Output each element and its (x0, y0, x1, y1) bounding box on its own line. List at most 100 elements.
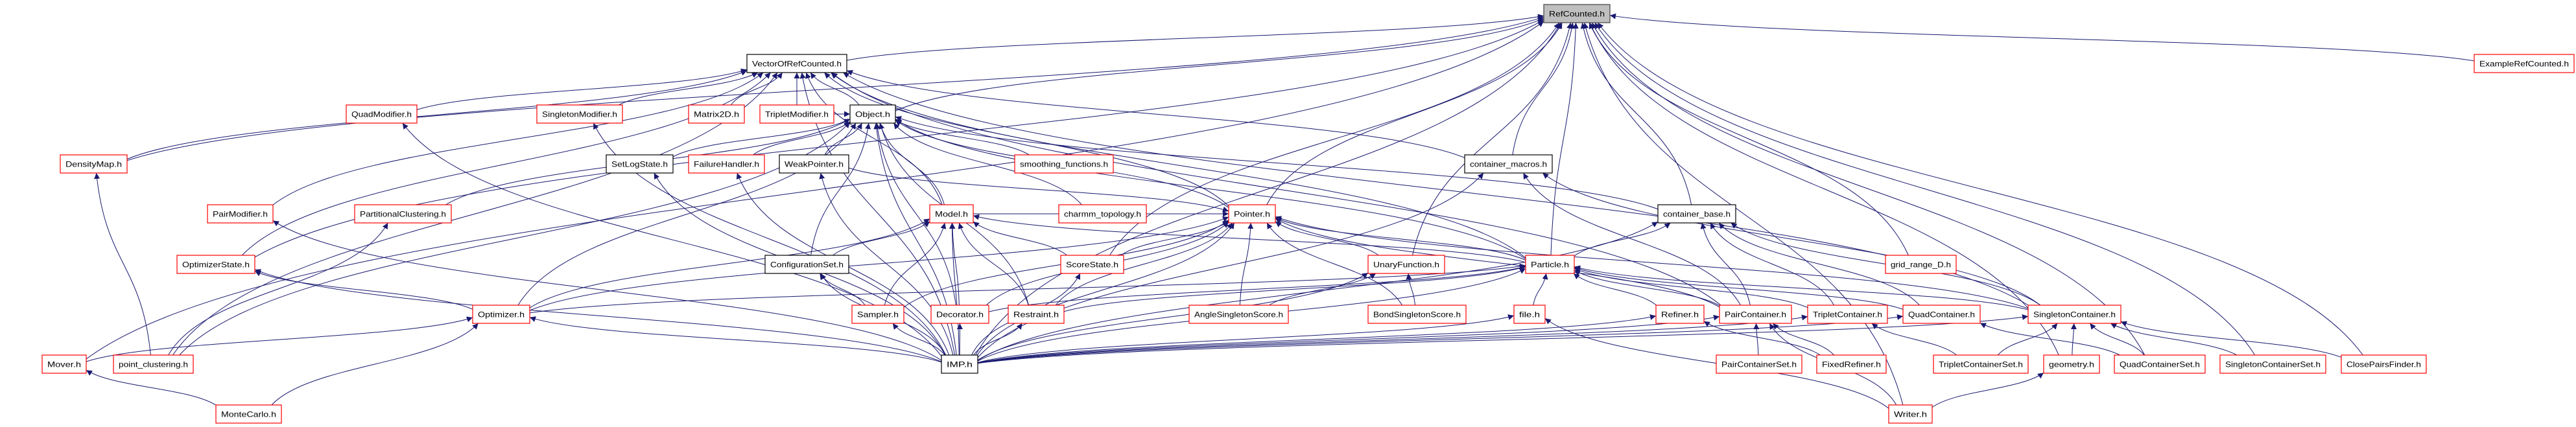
node-matrix2-d[interactable]: Matrix2D.h (688, 104, 745, 124)
edge-imp-to-container-base (977, 221, 1659, 361)
node-fixed-refiner[interactable]: FixedRefiner.h (1816, 354, 1887, 374)
node-triplet-modifier[interactable]: TripletModifier.h (759, 104, 834, 124)
node-restraint[interactable]: Restraint.h (1008, 305, 1065, 324)
edge-point-clustering-to-partitional-clustering (168, 222, 388, 356)
node-file[interactable]: file.h (1513, 305, 1546, 324)
node-box (1657, 204, 1736, 224)
node-refiner[interactable]: Refiner.h (1655, 305, 1705, 324)
edge-configuration-set-to-object (810, 122, 871, 256)
node-grid-range-d[interactable]: grid_range_D.h (1885, 255, 1957, 274)
node-density-map[interactable]: DensityMap.h (60, 154, 128, 174)
node-label: Object.h (855, 110, 890, 119)
node-label: file.h (1519, 310, 1540, 319)
edge-close-pairs-finder-to-ref-counted (1597, 22, 2363, 356)
edge-decorator-to-model (949, 222, 960, 306)
node-writer[interactable]: Writer.h (1888, 404, 1933, 424)
node-box (759, 104, 834, 124)
node-label: WeakPointer.h (785, 160, 844, 169)
node-quad-modifier[interactable]: QuadModifier.h (346, 104, 418, 124)
node-weak-pointer[interactable]: WeakPointer.h (779, 154, 849, 174)
node-label: SingletonModifier.h (542, 110, 617, 119)
node-label: geometry.h (2049, 360, 2094, 369)
edge-pair-container-set-to-pair-container (1753, 323, 1760, 356)
node-partitional-clustering[interactable]: PartitionalClustering.h (354, 204, 452, 224)
node-box (1888, 404, 1933, 424)
node-failure-handler[interactable]: FailureHandler.h (688, 154, 765, 174)
edge-container-macros-to-vector-of-ref-counted (846, 70, 1465, 158)
edge-quad-container-set-to-quad-container (1979, 323, 2121, 356)
edge-container-macros-to-ref-counted (1512, 22, 1575, 156)
node-smoothing-functions[interactable]: smoothing_functions.h (1014, 154, 1114, 174)
edge-fixed-refiner-to-pair-container (1773, 323, 1834, 356)
edge-particle-to-object (895, 119, 1526, 260)
node-vector-of-ref-counted[interactable]: VectorOfRefCounted.h (746, 54, 847, 73)
node-unary-function[interactable]: UnaryFunction.h (1367, 255, 1445, 274)
node-triplet-container-set[interactable]: TripletContainerSet.h (1933, 354, 2029, 374)
edge-imp-to-vector-of-ref-counted (799, 72, 955, 356)
node-box (346, 104, 418, 124)
node-box (746, 54, 847, 73)
edge-writer-to-ref-counted (1583, 22, 1904, 406)
node-bond-singleton-score[interactable]: BondSingletonScore.h (1367, 305, 1467, 324)
edge-imp-to-ref-counted (975, 22, 1561, 356)
node-score-state[interactable]: ScoreState.h (1060, 255, 1124, 274)
node-label: PairContainer.h (1725, 310, 1786, 319)
node-container-base[interactable]: container_base.h (1657, 204, 1736, 224)
edge-file-to-particle (1533, 273, 1548, 306)
node-angle-singleton-score[interactable]: AngleSingletonScore.h (1188, 305, 1289, 324)
node-label: Pointer.h (1234, 210, 1270, 219)
node-box (688, 104, 745, 124)
node-optimizer-state[interactable]: OptimizerState.h (176, 255, 255, 274)
node-example-ref-counted[interactable]: ExampleRefCounted.h (2474, 54, 2575, 73)
edge-unary-function-to-ref-counted (1412, 22, 1572, 256)
node-box (1513, 305, 1546, 324)
node-optimizer[interactable]: Optimizer.h (472, 305, 530, 324)
node-point-clustering[interactable]: point_clustering.h (113, 354, 194, 374)
node-box (41, 354, 87, 374)
edge-container-base-to-ref-counted (1580, 22, 1692, 205)
node-pair-container[interactable]: PairContainer.h (1719, 305, 1792, 324)
edge-particle-to-ref-counted (1550, 22, 1579, 256)
node-configuration-set[interactable]: ConfigurationSet.h (764, 255, 849, 274)
node-singleton-container[interactable]: SingletonContainer.h (2027, 305, 2121, 324)
node-set-log-state[interactable]: SetLogState.h (606, 154, 674, 174)
node-ref-counted[interactable]: RefCounted.h (1543, 4, 1611, 23)
edge-imp-to-file (977, 314, 1515, 364)
node-monte-carlo[interactable]: MonteCarlo.h (215, 404, 282, 424)
node-label: grid_range_D.h (1891, 260, 1951, 270)
node-singleton-container-set[interactable]: SingletonContainerSet.h (2219, 354, 2326, 374)
node-label: container_macros.h (1470, 160, 1547, 169)
node-quad-container[interactable]: QuadContainer.h (1902, 305, 1981, 324)
node-label: TripletContainerSet.h (1939, 360, 2023, 369)
node-imp[interactable]: IMP.h (941, 354, 978, 374)
node-singleton-modifier[interactable]: SingletonModifier.h (536, 104, 623, 124)
node-label: smoothing_functions.h (1020, 160, 1108, 169)
node-label: Mover.h (47, 360, 81, 369)
node-pair-container-set[interactable]: PairContainerSet.h (1716, 354, 1802, 374)
node-triplet-container[interactable]: TripletContainer.h (1807, 305, 1888, 324)
edge-imp-to-restraint (973, 323, 1022, 356)
node-mover[interactable]: Mover.h (41, 354, 87, 374)
edge-failure-handler-to-object (753, 121, 851, 156)
node-object[interactable]: Object.h (849, 104, 896, 124)
node-decorator[interactable]: Decorator.h (930, 305, 989, 324)
node-label: SingletonContainer.h (2033, 310, 2116, 319)
node-container-macros[interactable]: container_macros.h (1464, 154, 1553, 174)
node-box (1716, 354, 1802, 374)
edge-restraint-to-model (958, 222, 1029, 306)
node-sampler[interactable]: Sampler.h (851, 305, 904, 324)
node-model[interactable]: Model.h (929, 204, 974, 224)
node-charmm-topology[interactable]: charmm_topology.h (1058, 204, 1147, 224)
edge-imp-to-refiner (977, 314, 1657, 364)
node-label: SetLogState.h (611, 160, 668, 169)
edge-optimizer-to-object (517, 122, 857, 306)
node-pointer[interactable]: Pointer.h (1228, 204, 1276, 224)
node-geometry[interactable]: geometry.h (2043, 354, 2100, 374)
edge-imp-to-model (949, 222, 960, 356)
edge-model-to-object (879, 122, 945, 205)
node-quad-container-set[interactable]: QuadContainerSet.h (2114, 354, 2206, 374)
node-particle[interactable]: Particle.h (1525, 255, 1575, 274)
node-close-pairs-finder[interactable]: ClosePairsFinder.h (2341, 354, 2427, 374)
node-pair-modifier[interactable]: PairModifier.h (207, 204, 274, 224)
node-label: ClosePairsFinder.h (2346, 360, 2421, 369)
